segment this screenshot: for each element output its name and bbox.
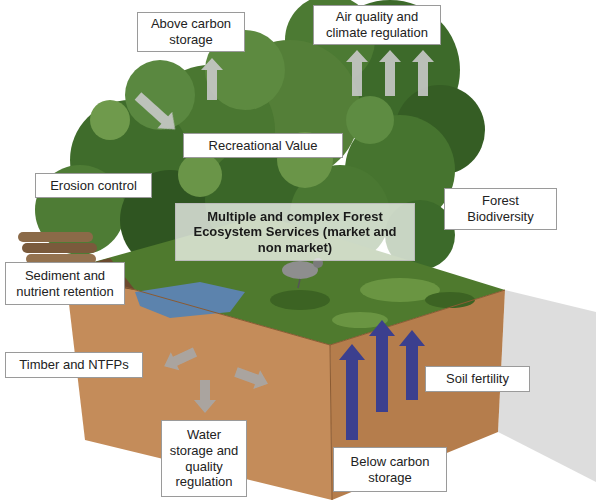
bird-body <box>282 261 318 279</box>
service-label: Air quality and climate regulation <box>313 5 441 45</box>
service-label: Water storage and quality regulation <box>161 420 247 497</box>
up-arrow <box>379 50 401 96</box>
bird <box>282 258 323 288</box>
block-right-face <box>330 290 505 500</box>
label-text: Timber and NTFPs <box>11 357 137 373</box>
label-text: Above carbon storage <box>143 16 239 47</box>
label-text: Recreational Value <box>189 138 337 154</box>
label-text: Water storage and quality regulation <box>167 427 241 489</box>
canopy-highlight <box>346 96 394 144</box>
up-arrow <box>346 50 368 96</box>
diagonal-arrow <box>131 88 183 138</box>
block-edge <box>330 345 332 500</box>
label-text: Air quality and climate regulation <box>319 9 435 40</box>
up-arrow <box>369 320 395 412</box>
up-arrow <box>339 344 365 440</box>
logs <box>18 232 97 264</box>
soil-arrow <box>194 380 216 413</box>
service-label: Above carbon storage <box>137 12 245 52</box>
up-arrow <box>412 50 434 96</box>
up-arrow <box>399 330 425 400</box>
grey-arrows <box>131 50 434 413</box>
stream <box>135 282 245 318</box>
service-label: Erosion control <box>35 173 152 198</box>
canopy-highlight <box>90 100 130 140</box>
label-text: Below carbon storage <box>339 454 441 485</box>
moss-patch <box>425 292 475 308</box>
canopy-highlight <box>178 153 222 197</box>
central-box: Multiple and complex Forest Ecosystem Se… <box>175 203 415 261</box>
service-label: Below carbon storage <box>333 447 447 492</box>
service-label: Timber and NTFPs <box>5 352 143 378</box>
label-text: Forest Biodiversity <box>450 193 551 224</box>
label-text: Soil fertility <box>431 371 524 387</box>
log <box>22 243 97 253</box>
up-arrow <box>201 58 223 100</box>
bird-leg <box>298 279 300 288</box>
service-label: Sediment and nutrient retention <box>5 262 125 305</box>
block-edge <box>330 290 505 345</box>
label-text: Multiple and complex Forest Ecosystem Se… <box>181 209 409 256</box>
service-label: Soil fertility <box>425 366 530 392</box>
moss-patch <box>270 290 330 310</box>
service-label: Forest Biodiversity <box>444 188 557 230</box>
label-text: Sediment and nutrient retention <box>11 268 119 299</box>
service-label: Recreational Value <box>183 133 343 158</box>
soil-arrow <box>160 343 199 375</box>
label-text: Erosion control <box>41 178 146 194</box>
blue-arrows <box>339 320 425 440</box>
soil-arrow <box>233 363 272 393</box>
log <box>18 232 93 242</box>
tree-canopy <box>35 0 485 270</box>
